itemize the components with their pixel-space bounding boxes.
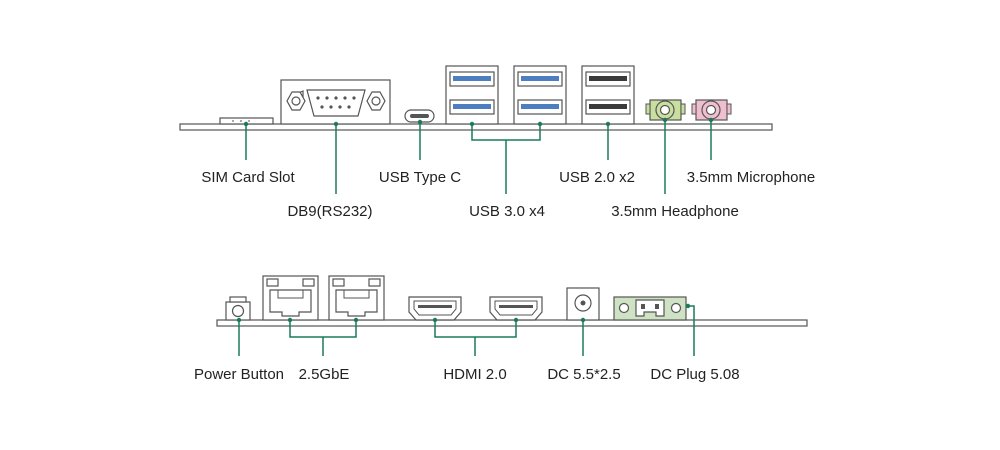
leader-usb3 xyxy=(471,124,541,194)
leader-dc-plug xyxy=(688,305,695,356)
microphone-jack xyxy=(691,99,732,121)
power-button xyxy=(225,296,251,321)
dc-plug-terminal xyxy=(613,296,687,321)
hdmi-port-1 xyxy=(408,296,462,321)
usb3-stack-left xyxy=(445,65,499,125)
label-power-button: Power Button xyxy=(194,366,284,383)
hdmi-port-2 xyxy=(489,296,543,321)
usb-type-c-port xyxy=(404,109,435,123)
label-2-5gbe: 2.5GbE xyxy=(299,366,350,383)
label-db9: DB9(RS232) xyxy=(287,203,372,220)
bottom-leader-lines xyxy=(236,303,695,356)
label-hdmi: HDMI 2.0 xyxy=(443,366,506,383)
label-dc-jack: DC 5.5*2.5 xyxy=(547,366,620,383)
label-headphone: 3.5mm Headphone xyxy=(611,203,739,220)
leader-lan xyxy=(289,320,357,356)
usb2-stack xyxy=(581,65,635,125)
label-usb3: USB 3.0 x4 xyxy=(469,203,545,220)
lan-port-1 xyxy=(262,275,319,321)
lan-port-2 xyxy=(328,275,385,321)
top-leader-lines xyxy=(243,117,714,194)
top-io-panel: SIM Card Slot DB9(RS232) USB Type C USB … xyxy=(179,65,815,220)
label-microphone: 3.5mm Microphone xyxy=(687,169,815,186)
bottom-panel-board xyxy=(216,319,808,327)
label-dc-plug: DC Plug 5.08 xyxy=(650,366,739,383)
usb3-stack-right xyxy=(513,65,567,125)
label-sim-card-slot: SIM Card Slot xyxy=(201,169,295,186)
leader-hdmi xyxy=(434,320,517,356)
dc-jack xyxy=(566,287,600,321)
bottom-io-panel: Power Button 2.5GbE HDMI 2.0 DC 5.5*2.5 … xyxy=(194,275,808,383)
top-panel-board xyxy=(179,123,773,131)
headphone-jack xyxy=(645,99,686,121)
db9-port xyxy=(280,79,391,125)
label-usb-type-c: USB Type C xyxy=(379,169,461,186)
label-usb2: USB 2.0 x2 xyxy=(559,169,635,186)
